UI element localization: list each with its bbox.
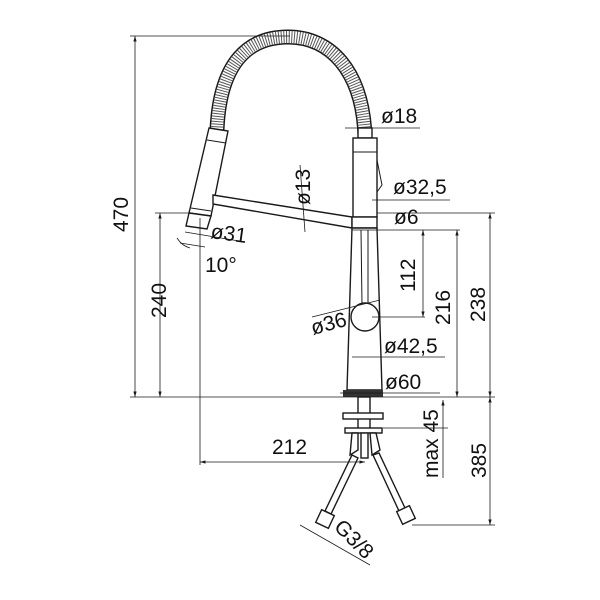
left-hose-nut bbox=[314, 508, 336, 530]
body-column bbox=[343, 227, 383, 397]
dim-tilt-angle: 10° bbox=[205, 254, 237, 277]
dim-total-height: 470 bbox=[110, 197, 133, 232]
dim-connection-thread: G3/8 bbox=[329, 515, 377, 563]
dim-body-height: 216 bbox=[432, 290, 455, 325]
body-top bbox=[351, 127, 383, 229]
dim-spout-height: 240 bbox=[148, 283, 171, 318]
dim-reach: 212 bbox=[272, 436, 307, 459]
dim-max-deck-thickness: max 45 bbox=[420, 409, 443, 478]
right-hose-nut bbox=[395, 504, 417, 526]
dim-body-base-diameter: ø42,5 bbox=[384, 335, 438, 358]
dim-body-top-diameter: ø32,5 bbox=[393, 176, 447, 199]
dim-ring-diameter: ø6 bbox=[394, 206, 419, 229]
dim-lever-diameter: ø36 bbox=[308, 308, 349, 340]
dim-hose-diameter: ø18 bbox=[381, 105, 417, 128]
base-plate bbox=[343, 390, 383, 397]
dimension-lines bbox=[130, 35, 495, 566]
fixing-assembly bbox=[314, 396, 417, 530]
dim-hose-length: 385 bbox=[468, 443, 491, 478]
spray-head bbox=[185, 127, 229, 230]
dim-arm-diameter: ø13 bbox=[292, 169, 315, 205]
dim-lever-offset: 112 bbox=[397, 259, 420, 292]
dim-arm-height: 238 bbox=[467, 287, 490, 322]
dim-spray-head-diameter: ø31 bbox=[209, 220, 248, 248]
dim-base-plate-diameter: ø60 bbox=[385, 371, 421, 394]
flexible-hose bbox=[209, 29, 373, 136]
